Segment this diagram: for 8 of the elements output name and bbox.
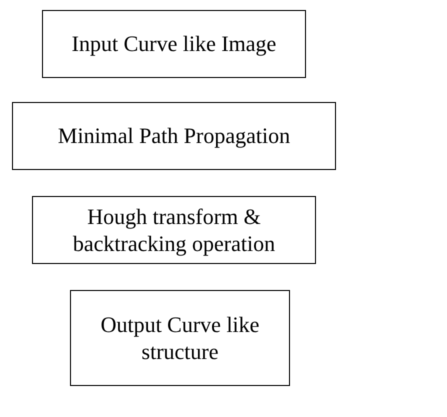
process-box	[32, 196, 316, 264]
box-label: Hough transform & backtracking operation	[72, 202, 276, 258]
box-label: Input Curve like Image	[72, 30, 276, 58]
process-box	[42, 10, 306, 78]
process-box	[70, 290, 290, 386]
process-box	[12, 102, 336, 170]
box-label: Minimal Path Propagation	[58, 122, 290, 150]
box-label: Output Curve like structure	[100, 310, 260, 366]
